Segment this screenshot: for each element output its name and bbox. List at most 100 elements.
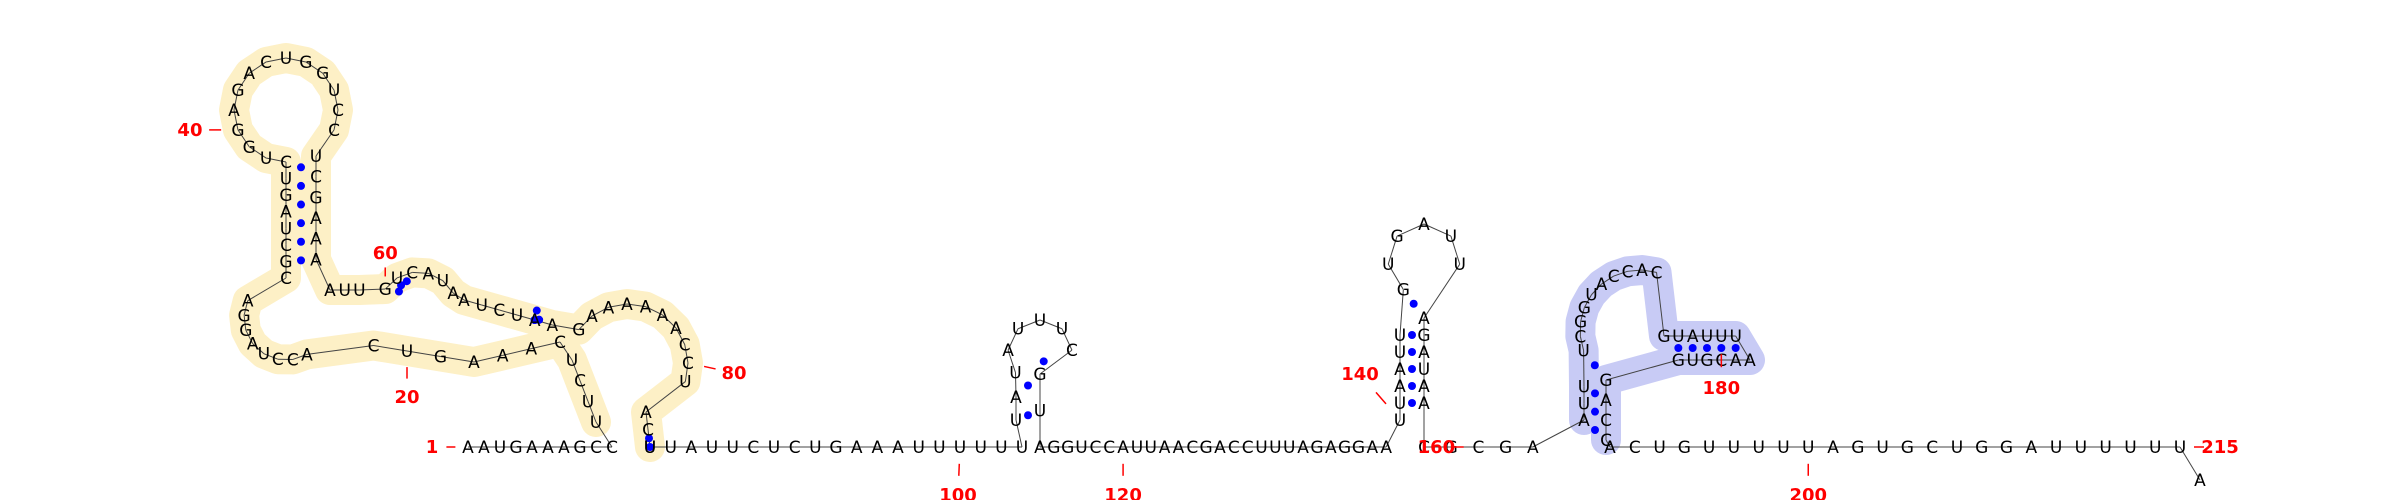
nucleotide: C <box>1622 262 1634 282</box>
nucleotide: U <box>1012 320 1024 340</box>
nucleotide: A <box>892 438 904 458</box>
nucleotide: U <box>1394 411 1406 431</box>
nucleotide: G <box>1397 280 1410 300</box>
base-pair-dot <box>1039 357 1048 366</box>
backbone-link <box>608 303 628 308</box>
backbone-link <box>499 309 518 316</box>
nucleotide: G <box>1445 438 1458 458</box>
base-pair-dot <box>1703 344 1711 352</box>
nucleotide: U <box>475 296 487 316</box>
position-label: 140 <box>1341 364 1379 385</box>
nucleotide: U <box>2149 438 2161 458</box>
nucleotide: G <box>1338 438 1351 458</box>
base-pair-dot <box>532 306 541 315</box>
nucleotide: C <box>1103 438 1115 458</box>
nucleotide: U <box>706 438 718 458</box>
nucleotide: A <box>603 298 615 318</box>
nucleotide: A <box>497 346 509 366</box>
backbone-link <box>587 401 597 423</box>
nucleotide: U <box>1034 311 1046 331</box>
backbone-link <box>322 72 335 91</box>
base-pair-dot <box>1408 331 1416 339</box>
nucleotide: G <box>279 186 292 206</box>
backbone-link <box>1580 307 1585 322</box>
nucleotide: G <box>231 81 244 101</box>
nucleotide: C <box>606 438 618 458</box>
nucleotide: A <box>640 298 652 318</box>
backbone-link <box>662 314 677 329</box>
nucleotide: A <box>1687 327 1699 347</box>
base-pair-dot <box>1591 426 1599 434</box>
nucleotide: A <box>310 250 322 270</box>
backbone-link <box>248 146 267 159</box>
nucleotide: A <box>1636 261 1648 281</box>
nucleotide: U <box>280 170 292 190</box>
position-tick <box>958 463 961 476</box>
backbone-link <box>266 157 287 163</box>
nucleotide: C <box>260 53 272 73</box>
nucleotide: U <box>1056 320 1068 340</box>
nucleotide: A <box>1002 341 1014 361</box>
nucleotide: U <box>644 438 656 458</box>
nucleotide: U <box>644 438 656 458</box>
backbone-link <box>1007 328 1019 351</box>
base-pair-dot <box>1408 399 1416 407</box>
base-pair-dot <box>1408 365 1416 373</box>
nucleotide: A <box>280 203 292 223</box>
backbone-link <box>237 129 250 148</box>
base-pair-dot <box>297 181 305 190</box>
base-pair-dot <box>297 219 305 228</box>
nucleotide: U <box>1394 343 1406 363</box>
backbone-link <box>452 292 465 301</box>
nucleotide: U <box>1009 364 1021 384</box>
nucleotide: U <box>933 438 945 458</box>
backbone-link <box>1385 419 1401 448</box>
nucleotide: A <box>1366 438 1378 458</box>
position-tick <box>1375 391 1387 405</box>
position-label: 160 <box>1418 437 1456 458</box>
nucleotide: A <box>324 281 336 301</box>
nucleotide: U <box>328 81 340 101</box>
nucleotide: U <box>1577 342 1589 362</box>
nucleotide: C <box>1418 438 1430 458</box>
nucleotide: A <box>1596 275 1608 295</box>
backbone-link <box>1627 269 1643 272</box>
backbone-link <box>1532 419 1585 448</box>
nucleotide: A <box>310 209 322 229</box>
backbone-link <box>305 61 324 74</box>
nucleotide: U <box>1777 438 1789 458</box>
backbone-link <box>266 57 287 63</box>
nucleotide: U <box>2075 438 2087 458</box>
base-pair-dot <box>297 237 305 246</box>
nucleotide: U <box>1010 411 1022 431</box>
nucleotide: C <box>493 301 505 321</box>
nucleotide: A <box>478 438 490 458</box>
backbone-link <box>1015 419 1023 448</box>
backbone-link <box>531 341 561 350</box>
backbone-link <box>1061 328 1073 351</box>
nucleotide: U <box>1715 327 1727 347</box>
nucleotide: C <box>1186 438 1198 458</box>
backbone-link <box>1583 294 1592 308</box>
nucleotide: U <box>258 345 270 365</box>
nucleotide: G <box>1672 351 1685 371</box>
backbone-link <box>233 90 239 111</box>
nucleotide: A <box>247 335 259 355</box>
nucleotide: U <box>679 373 691 393</box>
highlight-band <box>219 43 703 462</box>
nucleotide: A <box>686 438 698 458</box>
backbone-link <box>1007 349 1016 373</box>
nucleotide: U <box>2174 438 2186 458</box>
nucleotide: C <box>280 153 292 173</box>
nucleotide: U <box>1394 394 1406 414</box>
position-label: 215 <box>2201 437 2239 458</box>
nucleotide: U <box>1016 438 1028 458</box>
base-pair-dot <box>1408 382 1416 390</box>
backbone-link <box>1605 439 1611 448</box>
position-label: 1 <box>426 437 439 458</box>
nucleotide: G <box>1599 371 1612 391</box>
nucleotide: A <box>468 353 480 373</box>
backbone-link <box>1601 275 1614 285</box>
backbone-link <box>396 271 413 279</box>
